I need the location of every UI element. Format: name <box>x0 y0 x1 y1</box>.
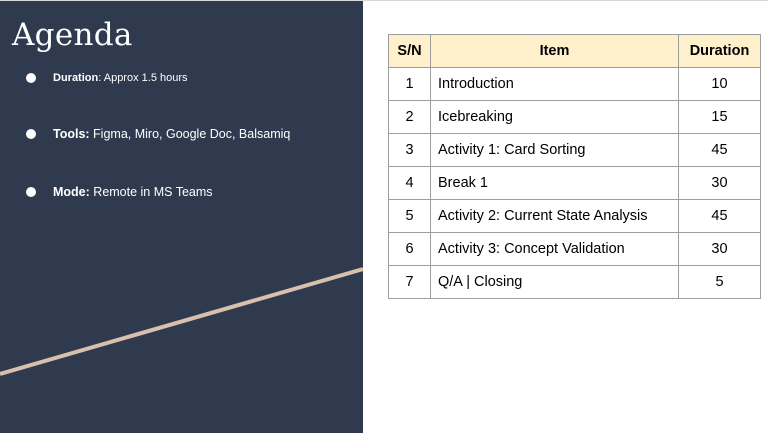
cell-duration: 45 <box>678 199 761 233</box>
top-rule <box>0 0 768 1</box>
cell-sn: 5 <box>388 199 431 233</box>
cell-item: Activity 1: Card Sorting <box>430 133 679 167</box>
table-row: 6 Activity 3: Concept Validation 30 <box>388 232 761 266</box>
cell-duration: 30 <box>678 232 761 266</box>
cell-duration: 30 <box>678 166 761 200</box>
table-row: 5 Activity 2: Current State Analysis 45 <box>388 199 761 233</box>
cell-item: Introduction <box>430 67 679 101</box>
bullet-mode: Mode: Remote in MS Teams <box>26 185 213 199</box>
bullet-text: : Approx 1.5 hours <box>98 72 188 84</box>
table-row: 3 Activity 1: Card Sorting 45 <box>388 133 761 167</box>
cell-duration: 5 <box>678 265 761 299</box>
cell-duration: 15 <box>678 100 761 134</box>
agenda-table: S/N Item Duration 1 Introduction 10 2 Ic… <box>388 34 761 299</box>
bullet-label: Duration <box>53 72 99 84</box>
table-row: 4 Break 1 30 <box>388 166 761 200</box>
header-item: Item <box>430 34 679 68</box>
header-sn: S/N <box>388 34 431 68</box>
header-duration: Duration <box>678 34 761 68</box>
cell-duration: 10 <box>678 67 761 101</box>
bullet-dot-icon <box>26 187 36 197</box>
cell-sn: 6 <box>388 232 431 266</box>
diagonal-accent-line <box>0 267 363 376</box>
table-row: 7 Q/A | Closing 5 <box>388 265 761 299</box>
slide-title: Agenda <box>12 17 133 53</box>
cell-duration: 45 <box>678 133 761 167</box>
bullet-tools: Tools: Figma, Miro, Google Doc, Balsamiq <box>26 127 290 141</box>
bullet-label: Mode: <box>53 185 90 199</box>
bullet-duration: Duration: Approx 1.5 hours <box>26 72 188 84</box>
cell-sn: 3 <box>388 133 431 167</box>
bullet-dot-icon <box>26 129 36 139</box>
cell-item: Activity 3: Concept Validation <box>430 232 679 266</box>
table-row: 2 Icebreaking 15 <box>388 100 761 134</box>
left-panel: Agenda Duration: Approx 1.5 hours Tools:… <box>0 1 363 433</box>
bullet-text: Figma, Miro, Google Doc, Balsamiq <box>89 127 291 141</box>
cell-sn: 4 <box>388 166 431 200</box>
cell-sn: 7 <box>388 265 431 299</box>
table-row: 1 Introduction 10 <box>388 67 761 101</box>
cell-item: Q/A | Closing <box>430 265 679 299</box>
table-header-row: S/N Item Duration <box>388 34 761 68</box>
cell-sn: 2 <box>388 100 431 134</box>
bullet-text: Remote in MS Teams <box>89 185 213 199</box>
cell-item: Icebreaking <box>430 100 679 134</box>
cell-item: Activity 2: Current State Analysis <box>430 199 679 233</box>
bullet-dot-icon <box>26 73 36 83</box>
bullet-label: Tools: <box>53 127 90 141</box>
cell-sn: 1 <box>388 67 431 101</box>
cell-item: Break 1 <box>430 166 679 200</box>
